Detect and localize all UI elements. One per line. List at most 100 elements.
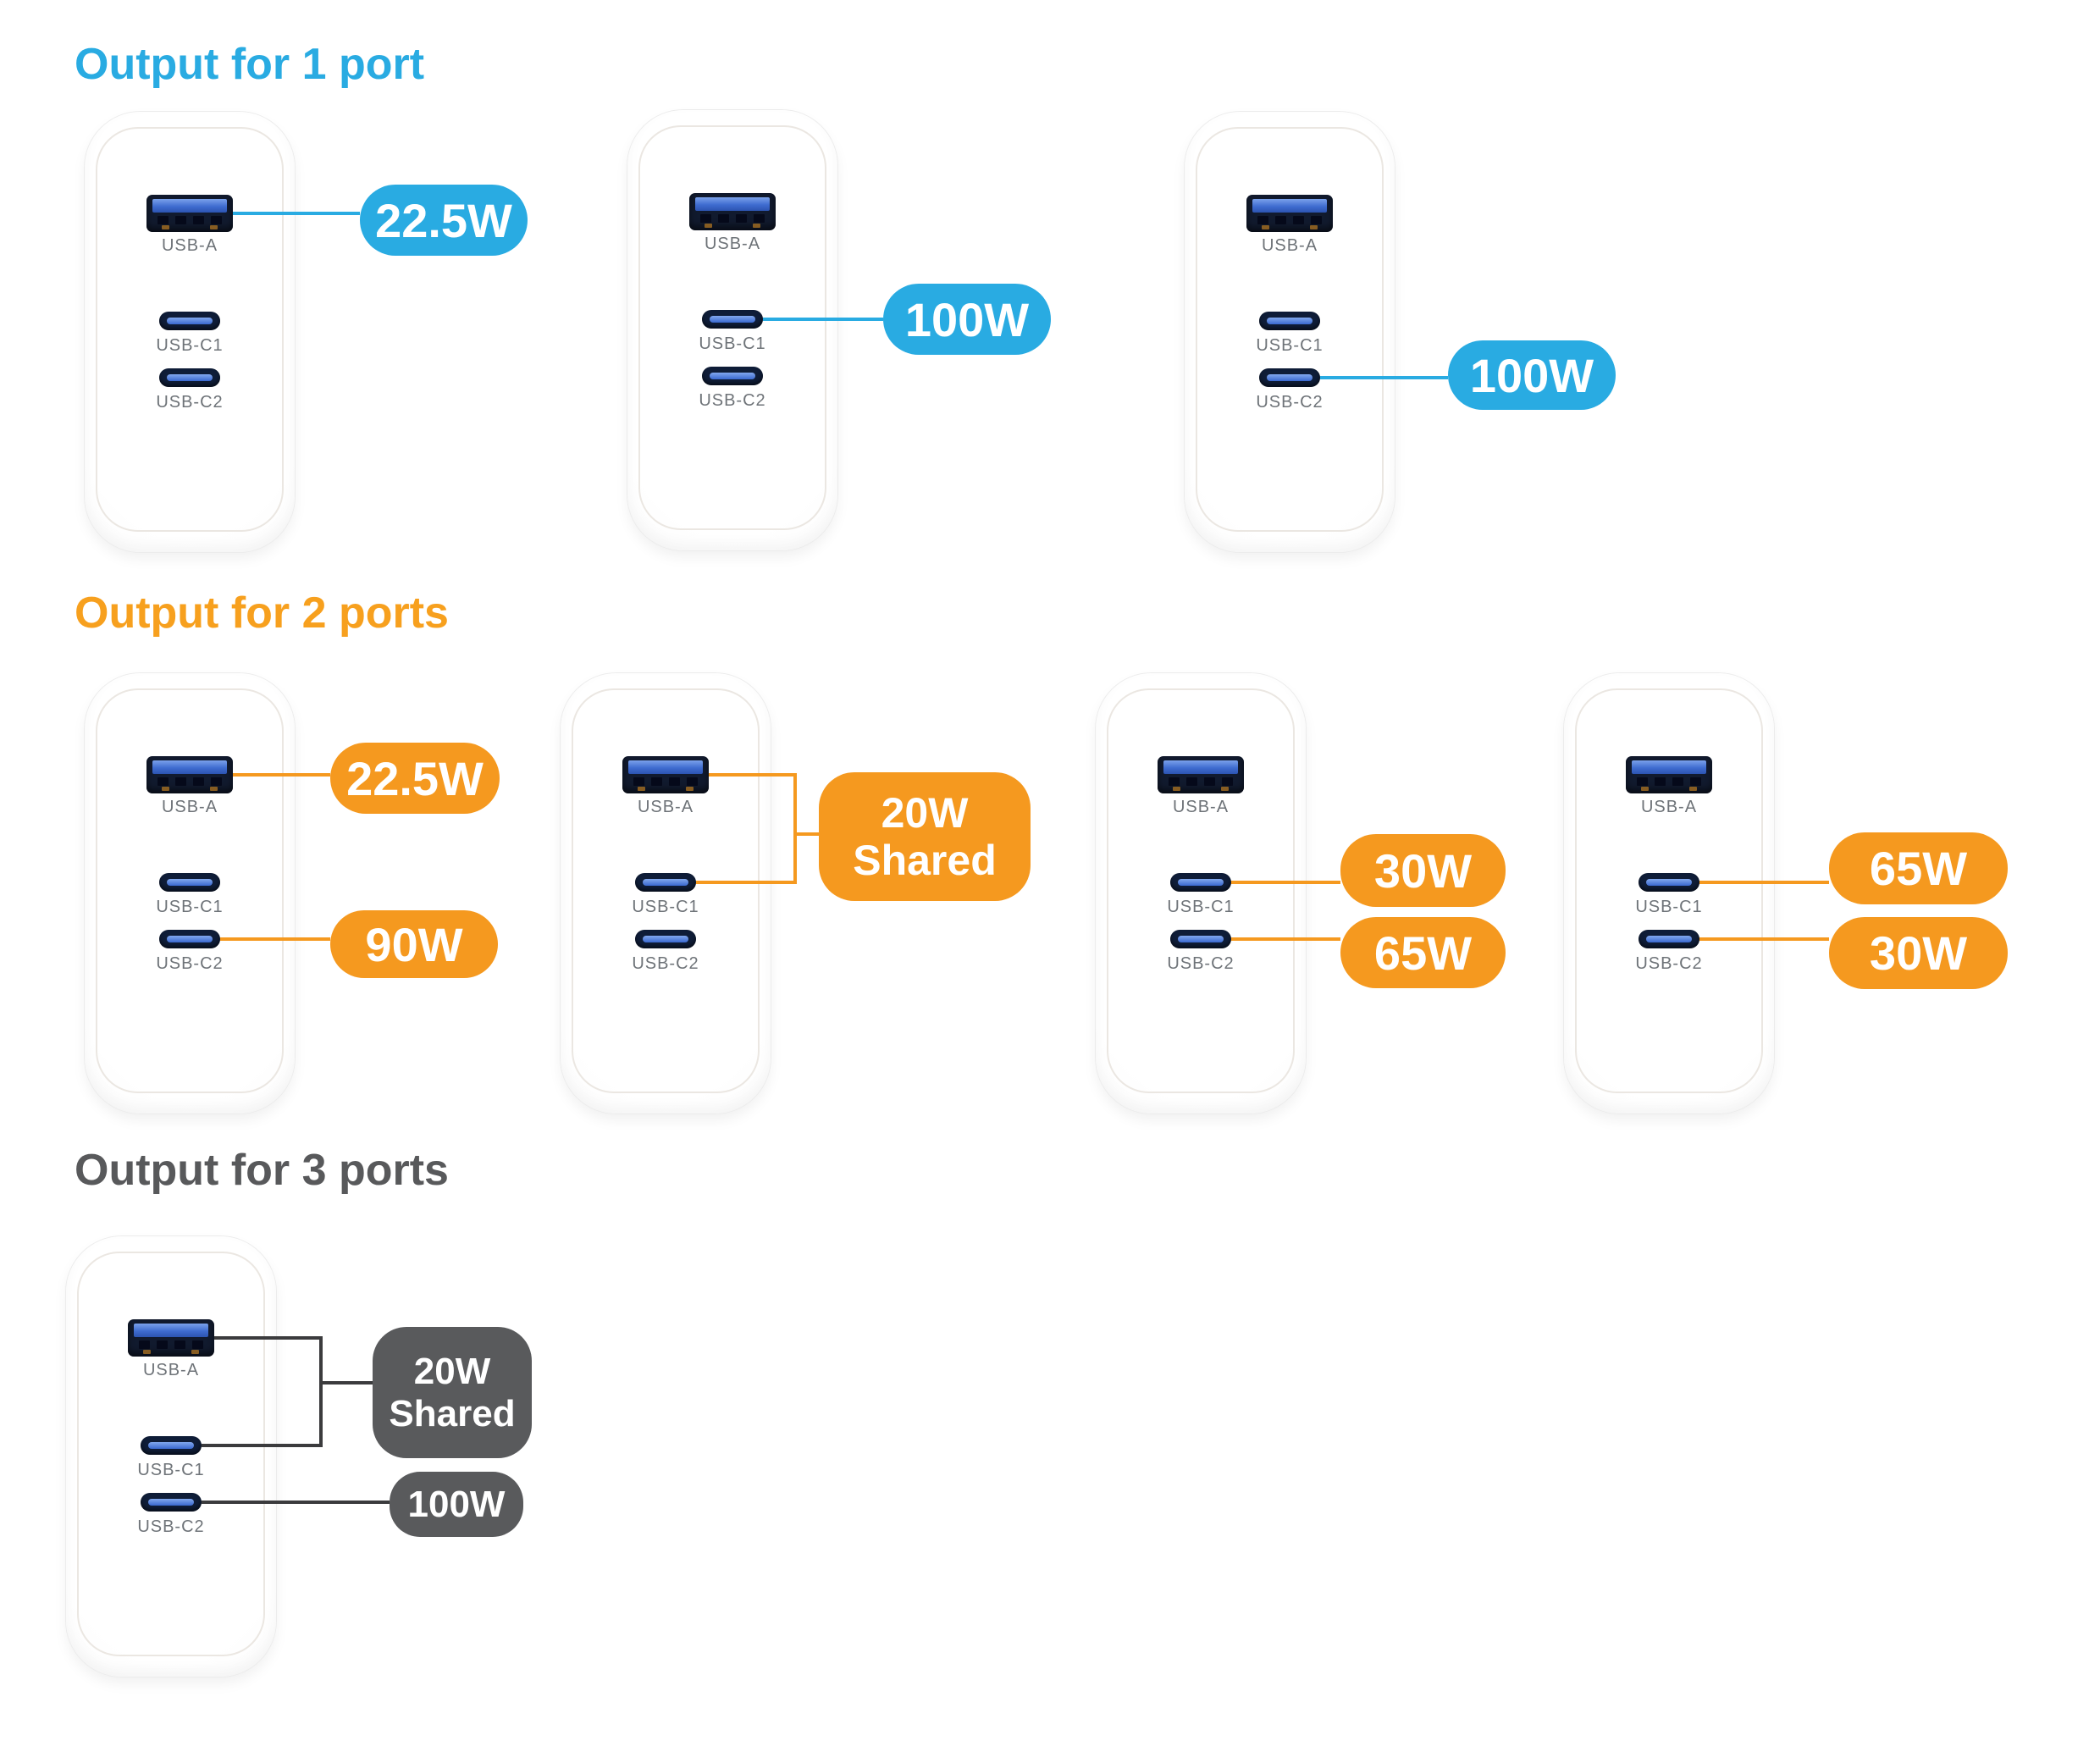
usb-c1-label: USB-C1 <box>1167 898 1235 916</box>
usb-c1-port <box>1170 873 1231 892</box>
usb-c-pin-bar <box>1178 879 1224 886</box>
section-title-3-ports: Output for 3 ports <box>75 1146 449 1195</box>
wattage-callout: 22.5W <box>360 185 528 256</box>
usb-c2-label: USB-C2 <box>1256 393 1324 412</box>
charger: USB-A USB-C1 USB-C2 <box>1185 112 1395 552</box>
usb-a-contact <box>210 225 218 229</box>
usb-a-tongue <box>1632 760 1706 774</box>
usb-c2-label: USB-C2 <box>156 954 224 973</box>
usb-c2-port <box>1259 368 1320 387</box>
callout-bracket <box>793 832 822 836</box>
usb-a-label: USB-A <box>142 1361 200 1379</box>
charger: USB-A USB-C1 USB-C2 <box>1096 673 1306 1114</box>
callout-bracket <box>696 881 797 884</box>
usb-a-port <box>1158 756 1244 793</box>
usb-c1-port <box>159 312 220 330</box>
usb-c2-label: USB-C2 <box>156 393 224 412</box>
usb-c2-label: USB-C2 <box>632 954 699 973</box>
usb-c1-label: USB-C1 <box>1635 898 1703 916</box>
usb-c2-port <box>702 367 763 385</box>
usb-c-pin-bar <box>1267 318 1312 324</box>
usb-c-pin-bar <box>1178 936 1224 942</box>
usb-c-pin-bar <box>148 1499 194 1506</box>
callout-line <box>1320 376 1448 379</box>
usb-c1-port <box>1639 873 1699 892</box>
charger: USB-A USB-C1 USB-C2 <box>66 1236 276 1677</box>
callout-line <box>1699 881 1829 884</box>
callout-line <box>202 1501 390 1504</box>
usb-a-pins <box>1169 777 1233 786</box>
usb-a-contact <box>1221 787 1229 791</box>
callout-bracket <box>319 1381 373 1385</box>
usb-a-label: USB-A <box>637 798 694 816</box>
callout-bracket <box>319 1336 323 1447</box>
usb-a-label: USB-A <box>161 798 218 816</box>
usb-a-contact <box>638 787 645 791</box>
usb-a-port <box>1626 756 1712 793</box>
usb-a-contact <box>1173 787 1180 791</box>
section-title-2-ports: Output for 2 ports <box>75 589 449 638</box>
usb-a-contact <box>191 1350 199 1354</box>
usb-a-tongue <box>1163 760 1238 774</box>
usb-c1-port <box>702 310 763 329</box>
usb-a-port <box>128 1319 214 1357</box>
charger: USB-A USB-C1 USB-C2 <box>85 112 295 552</box>
usb-c1-label: USB-C1 <box>156 336 224 355</box>
wattage-callout: 90W <box>330 910 498 978</box>
callout-line <box>1699 937 1829 941</box>
usb-c1-port <box>141 1436 202 1455</box>
usb-c-pin-bar <box>643 879 688 886</box>
usb-c2-port <box>1639 930 1699 948</box>
usb-c-pin-bar <box>167 374 213 381</box>
usb-a-label: USB-A <box>1261 236 1318 255</box>
usb-a-port <box>146 756 233 793</box>
usb-a-contact <box>162 225 169 229</box>
callout-line <box>233 212 360 215</box>
usb-a-contact <box>705 224 712 228</box>
usb-c1-port <box>159 873 220 892</box>
usb-c2-label: USB-C2 <box>699 391 766 410</box>
usb-a-pins <box>700 214 765 223</box>
callout-line <box>1231 881 1340 884</box>
charger: USB-A USB-C1 USB-C2 <box>85 673 295 1114</box>
usb-c2-port <box>1170 930 1231 948</box>
charger: USB-A USB-C1 USB-C2 <box>627 110 837 550</box>
wattage-callout: 30W <box>1340 834 1506 907</box>
charger: USB-A USB-C1 USB-C2 <box>1564 673 1774 1114</box>
usb-a-contact <box>162 787 169 791</box>
usb-c2-port <box>159 368 220 387</box>
usb-a-tongue <box>152 760 227 774</box>
wattage-callout: 100W <box>1448 340 1616 410</box>
usb-c1-label: USB-C1 <box>632 898 699 916</box>
usb-c1-label: USB-C1 <box>699 334 766 353</box>
usb-a-tongue <box>134 1324 208 1337</box>
usb-a-contact <box>143 1350 151 1354</box>
usb-c1-port <box>635 873 696 892</box>
usb-c2-port <box>159 930 220 948</box>
usb-a-pins <box>139 1340 203 1349</box>
callout-bracket <box>214 1336 319 1340</box>
callout-line <box>1231 937 1340 941</box>
callout-line <box>220 937 330 941</box>
charger: USB-A USB-C1 USB-C2 <box>561 673 771 1114</box>
usb-a-pins <box>1637 777 1701 786</box>
usb-a-tongue <box>152 199 227 213</box>
usb-a-contact <box>1310 225 1318 229</box>
callout-bracket <box>709 773 797 777</box>
usb-a-label: USB-A <box>1640 798 1698 816</box>
usb-c-pin-bar <box>167 936 213 942</box>
usb-a-pins <box>158 216 222 224</box>
usb-a-contact <box>753 224 760 228</box>
usb-a-contact <box>1641 787 1649 791</box>
usb-c1-label: USB-C1 <box>1256 336 1324 355</box>
usb-c2-label: USB-C2 <box>1167 954 1235 973</box>
usb-c-pin-bar <box>710 373 755 379</box>
usb-a-port <box>146 195 233 232</box>
usb-a-label: USB-A <box>161 236 218 255</box>
usb-a-port <box>622 756 709 793</box>
usb-a-pins <box>1257 216 1322 224</box>
wattage-callout: 20W Shared <box>373 1327 532 1458</box>
usb-a-contact <box>1262 225 1269 229</box>
usb-a-pins <box>633 777 698 786</box>
